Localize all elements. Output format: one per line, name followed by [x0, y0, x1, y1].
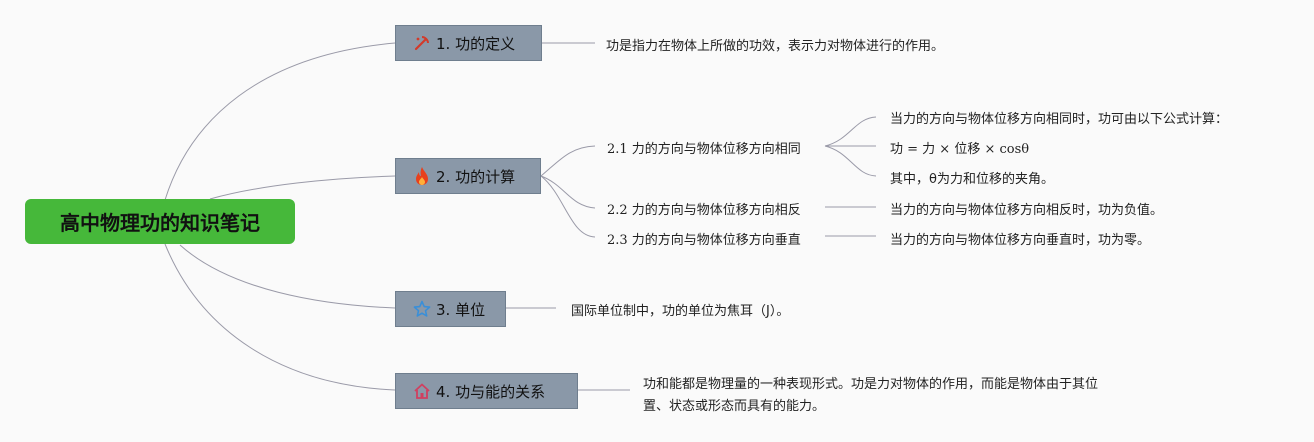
leaf-perpendicular-direction: 当力的方向与物体位移方向垂直时，功为零。 [890, 233, 1151, 248]
link-root-topic4 [164, 243, 396, 391]
fire-icon [412, 166, 432, 186]
topic-label: 3. 单位 [436, 300, 486, 319]
link-topic2-sub3 [540, 175, 596, 238]
link-topic2-sub1 [540, 145, 596, 177]
leaf-same-direction-1: 当力的方向与物体位移方向相同时，功可由以下公式计算： [890, 112, 1229, 127]
leaf-formula: 功 = 力 × 位移 × cosθ [890, 142, 1030, 157]
topic-work-energy[interactable]: 4. 功与能的关系 [395, 373, 578, 409]
topic-definition-note: 功是指力在物体上所做的功效，表示力对物体进行的作用。 [606, 39, 945, 54]
topic-label: 2. 功的计算 [436, 167, 516, 186]
topic-unit-note: 国际单位制中，功的单位为焦耳（J）。 [571, 304, 790, 319]
pickaxe-icon [412, 33, 432, 53]
link-sub1-leaf3 [824, 145, 877, 177]
root-title: 高中物理功的知识笔记 [60, 211, 260, 235]
root-node[interactable]: 高中物理功的知识笔记 [25, 199, 295, 244]
link-root-topic1 [164, 42, 396, 201]
topic-label: 4. 功与能的关系 [436, 382, 546, 401]
topic-calculation[interactable]: 2. 功的计算 [395, 158, 541, 194]
topic-work-energy-note-line2: 置、状态或形态而具有的能力。 [643, 399, 826, 414]
sub-perpendicular-direction[interactable]: 2.3 力的方向与物体位移方向垂直 [607, 233, 801, 248]
sub-same-direction[interactable]: 2.1 力的方向与物体位移方向相同 [607, 142, 801, 157]
topic-work-energy-note-line1: 功和能都是物理量的一种表现形式。功是力对物体的作用，而能是物体由于其位 [643, 377, 1099, 392]
sub-opposite-direction[interactable]: 2.2 力的方向与物体位移方向相反 [607, 203, 801, 218]
house-icon [412, 381, 432, 401]
leaf-angle-note: 其中，θ为力和位移的夹角。 [890, 172, 1054, 187]
leaf-opposite-direction: 当力的方向与物体位移方向相反时，功为负值。 [890, 203, 1164, 218]
link-root-topic2 [209, 175, 396, 200]
link-topic2-sub2 [540, 175, 596, 209]
topic-definition[interactable]: 1. 功的定义 [395, 25, 542, 61]
star-icon [412, 299, 432, 319]
link-sub1-leaf1 [824, 116, 877, 147]
topic-unit[interactable]: 3. 单位 [395, 291, 506, 327]
link-root-topic3 [179, 244, 396, 309]
topic-label: 1. 功的定义 [436, 34, 516, 53]
